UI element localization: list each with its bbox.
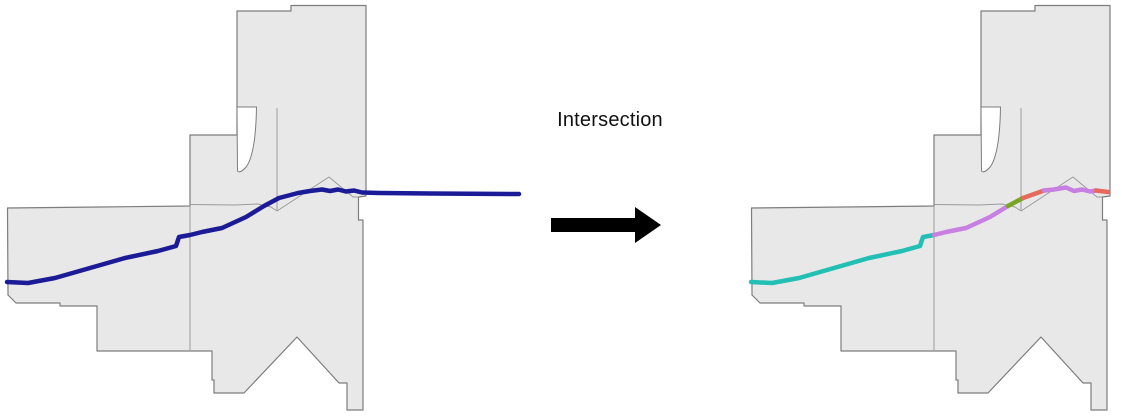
segment-red-2	[1093, 188, 1111, 195]
operation-label: Intersection	[557, 109, 663, 131]
left-map-panel	[4, 4, 522, 411]
input-line	[4, 187, 522, 286]
parcel-inner-boundary-2	[189, 203, 278, 212]
parcel-union-outline	[6, 4, 367, 411]
parcel-inner-boundary-2	[933, 203, 1022, 212]
parcel-union-outline	[750, 4, 1111, 411]
parcel-inner-boundary-4	[1020, 176, 1103, 212]
right-map-panel	[748, 4, 1111, 411]
parcel-notch-cutout	[236, 106, 258, 173]
segment-green	[1005, 195, 1026, 209]
right-arrow-shape	[551, 207, 661, 243]
segment-cyan	[748, 232, 937, 286]
segment-purple-2	[1041, 185, 1099, 194]
right-arrow-icon	[551, 207, 661, 243]
parcel-notch-cutout	[980, 106, 1002, 173]
segment-purple-1	[931, 203, 1011, 238]
segment-red-1	[1020, 188, 1047, 201]
